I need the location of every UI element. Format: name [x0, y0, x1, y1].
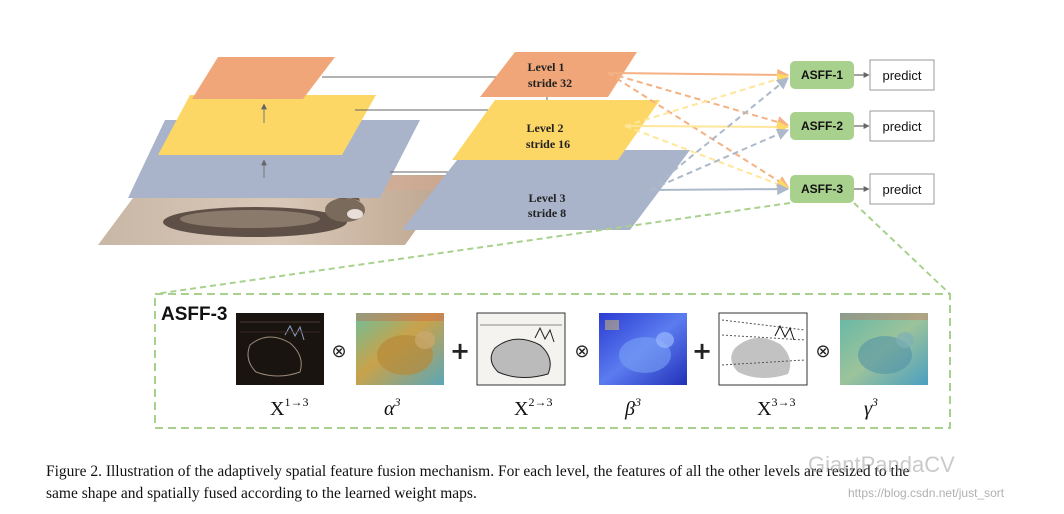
term-x2: X2→3	[514, 395, 552, 420]
fpn-level-3: Level 3 stride 8	[402, 150, 690, 230]
level-2-stride: stride 16	[526, 137, 570, 151]
asff-node-3: ASFF-3 predict	[790, 173, 935, 205]
predict-2-label: predict	[882, 119, 921, 134]
predict-1-label: predict	[882, 68, 921, 83]
feature-map-x3	[718, 312, 808, 386]
add-op-1: +	[450, 337, 470, 365]
level-2-label: Level 2	[527, 121, 564, 135]
weight-map-gamma	[840, 313, 928, 385]
predict-box-1	[869, 59, 935, 91]
figure-caption: Figure 2. Illustration of the adaptively…	[46, 461, 1046, 505]
backbone-layer-yellow	[158, 95, 376, 155]
level-3-label: Level 3	[529, 191, 566, 205]
multiply-op-3: ⊗	[815, 341, 830, 362]
asff-node-1: ASFF-1 predict	[790, 59, 935, 91]
term-x3: X3→3	[757, 395, 795, 420]
backbone-pyramid	[98, 57, 455, 245]
panel-title: ASFF-3	[161, 304, 228, 325]
multiply-op-1: ⊗	[331, 341, 346, 362]
feature-map-x2	[476, 312, 566, 386]
cat-image	[163, 176, 450, 237]
predict-box-3	[869, 173, 935, 205]
fpn-level-2: Level 2 stride 16	[452, 100, 660, 160]
feature-map-x1	[236, 313, 324, 385]
predict-3-label: predict	[882, 182, 921, 197]
term-gamma: γ3	[864, 395, 878, 420]
multiply-op-2: ⊗	[574, 341, 589, 362]
asff-node-2: ASFF-2 predict	[790, 110, 935, 142]
watermark-brand: GiantPandaCV	[808, 452, 955, 477]
level-1-stride: stride 32	[528, 76, 572, 90]
caption-line-2: same shape and spatially fused according…	[46, 485, 477, 502]
weight-map-alpha	[356, 313, 444, 385]
caption-line-1: Figure 2. Illustration of the adaptively…	[46, 463, 910, 480]
zoom-lines	[154, 202, 951, 295]
term-alpha: α3	[384, 395, 401, 420]
asff-3-detail-panel: ASFF-3 ⊗ + ⊗	[154, 293, 951, 429]
level-1-label: Level 1	[528, 60, 565, 74]
fusion-connections	[607, 68, 790, 196]
asff-3-label: ASFF-3	[801, 182, 843, 196]
level-3-stride: stride 8	[528, 206, 566, 220]
backbone-layer-orange	[192, 57, 335, 99]
weight-map-beta	[599, 313, 687, 385]
term-x1: X1→3	[270, 395, 308, 420]
watermark-url: https://blog.csdn.net/just_sort	[848, 486, 1005, 500]
fpn-level-1: Level 1 stride 32	[480, 52, 637, 97]
term-beta: β3	[624, 395, 641, 420]
asff-1-label: ASFF-1	[801, 68, 843, 82]
add-op-2: +	[692, 337, 712, 365]
asff-2-label: ASFF-2	[801, 119, 843, 133]
predict-box-2	[869, 110, 935, 142]
